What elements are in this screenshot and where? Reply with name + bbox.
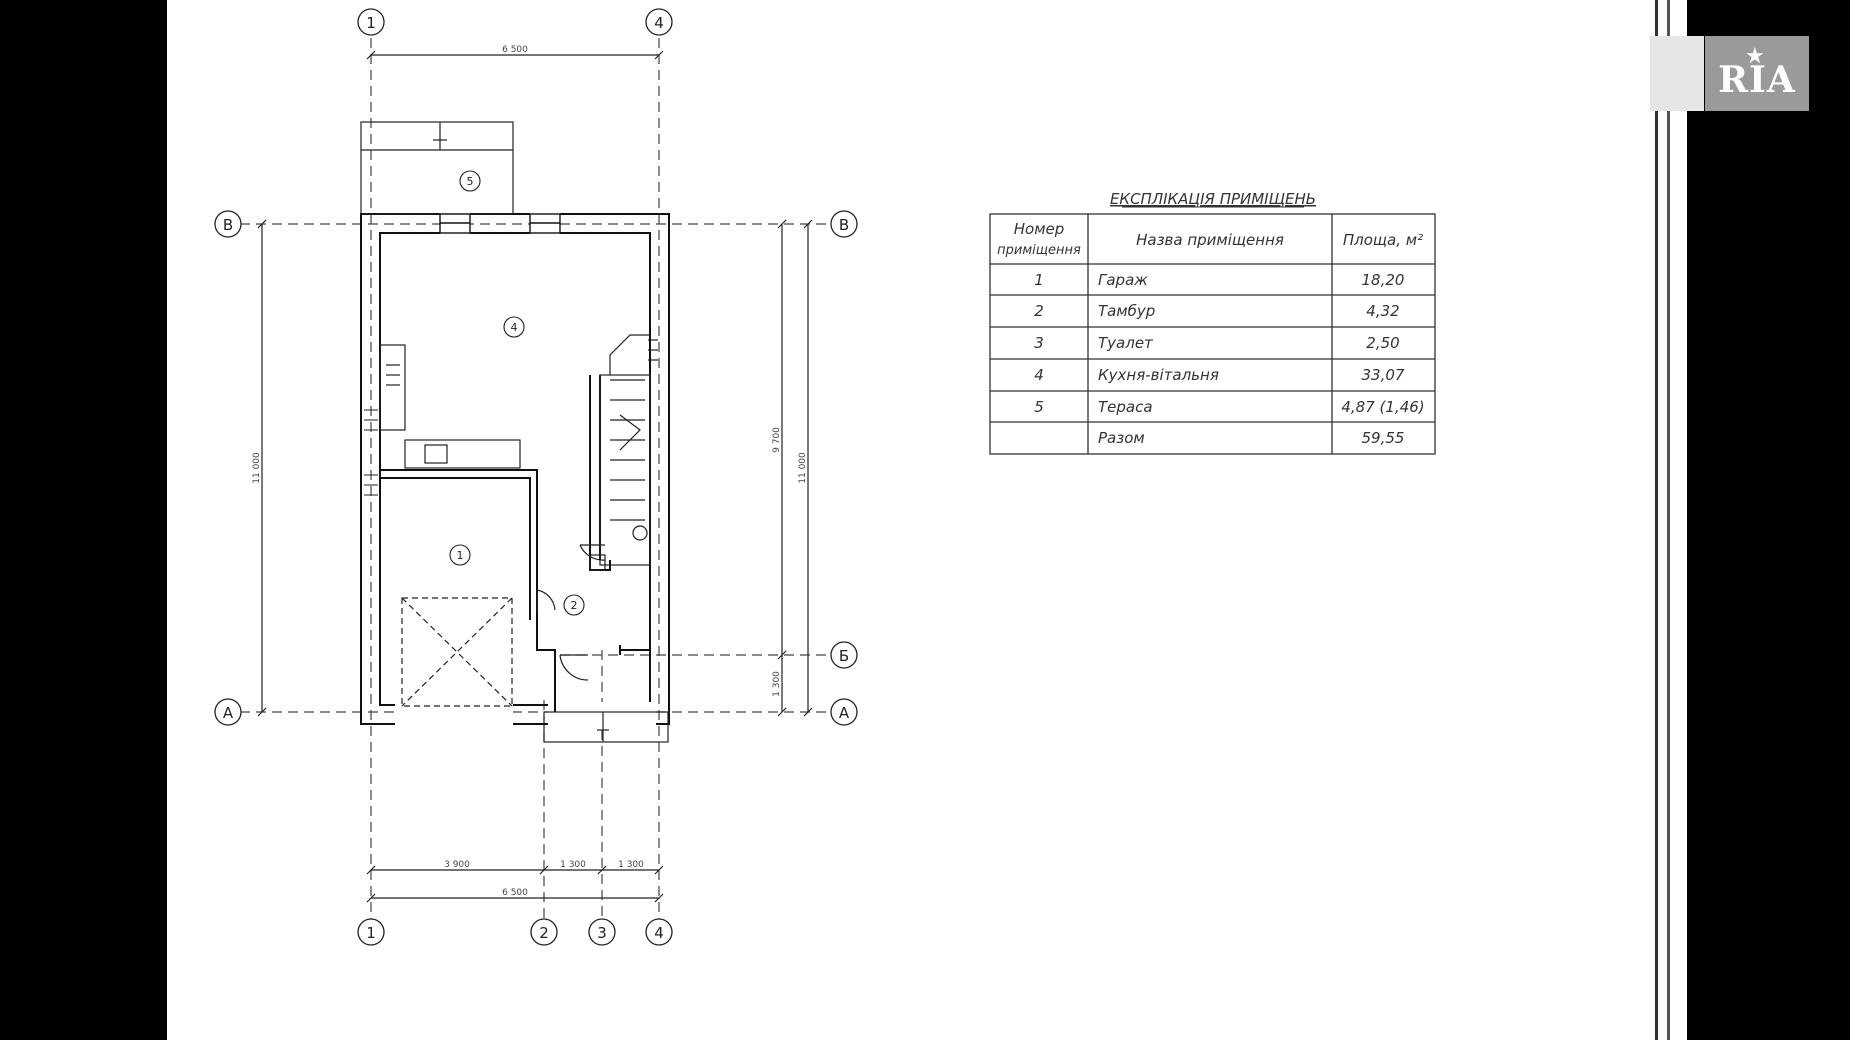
row-1-area: 18,20: [1362, 271, 1405, 289]
dim-right-total: 11 000: [798, 452, 808, 484]
axis-label-bottom-3: 3: [597, 924, 607, 942]
row-2-number: 2: [1034, 302, 1044, 320]
row-1-name: Гараж: [1098, 271, 1148, 289]
explication-title: ЕКСПЛІКАЦІЯ ПРИМІЩЕНЬ: [1110, 190, 1316, 208]
axis-labels: 1 4 1 2 3 4 В А В Б А: [223, 14, 850, 942]
header-name: Назва приміщення: [1136, 231, 1284, 249]
staircase: [599, 374, 651, 566]
axis-label-right-a: А: [839, 704, 850, 722]
interior-walls: [380, 375, 650, 712]
garage-door: [401, 597, 513, 707]
axis-label-bottom-2: 2: [539, 924, 549, 942]
dimension-lines: [257, 50, 813, 903]
wall-ticks: [364, 409, 378, 496]
terrace: [360, 121, 514, 215]
dim-bottom-total: 6 500: [502, 888, 528, 898]
row-4-number: 4: [1034, 366, 1044, 384]
room-marker-4: 4: [511, 321, 518, 334]
row-3-area: 2,50: [1366, 334, 1399, 352]
axis-label-top-1: 1: [366, 14, 376, 32]
axis-bubbles: [214, 8, 858, 946]
bay-window: [609, 334, 658, 375]
header-area: Площа, м²: [1343, 231, 1423, 249]
ria-watermark-logo: ★ RIA: [1705, 36, 1809, 111]
room-marker-1: 1: [457, 549, 464, 562]
dim-bottom-seg-1: 3 900: [444, 860, 470, 870]
dim-top: 6 500: [502, 45, 528, 55]
axis-label-bottom-4: 4: [654, 924, 664, 942]
dimension-labels: 6 500 3 900 1 300 1 300 6 500 11 000 9 7…: [252, 45, 808, 898]
axis-label-right-b: Б: [839, 647, 849, 665]
row-4-name: Кухня-вітальня: [1098, 366, 1219, 384]
dim-bottom-seg-3: 1 300: [618, 860, 644, 870]
header-number-line2: приміщення: [997, 243, 1081, 258]
explication-table: ЕКСПЛІКАЦІЯ ПРИМІЩЕНЬ Номер приміщення Н…: [989, 190, 1436, 455]
grid-lines: [240, 38, 830, 920]
row-5-name: Тераса: [1098, 398, 1153, 416]
row-3-name: Туалет: [1098, 334, 1154, 352]
row-2-area: 4,32: [1366, 302, 1399, 320]
room-marker-5: 5: [467, 175, 474, 188]
row-3-number: 3: [1034, 334, 1044, 352]
sheet-border-outer: [1667, 0, 1670, 1040]
sheet-border: [1655, 0, 1658, 1040]
row-5-area: 4,87 (1,46): [1341, 398, 1424, 416]
dim-right-upper: 9 700: [772, 427, 782, 453]
row-5-number: 5: [1034, 398, 1044, 416]
star-icon: ★: [1745, 44, 1765, 69]
row-total-name: Разом: [1098, 429, 1145, 447]
dim-left: 11 000: [252, 452, 262, 484]
room-marker-labels: 1 2 4 5: [457, 175, 578, 612]
entry-porch: [543, 711, 669, 743]
room-marker-circles: [449, 170, 585, 616]
ria-logo-text: RIA: [1718, 58, 1796, 101]
row-2-name: Тамбур: [1098, 302, 1155, 320]
row-total-area: 59,55: [1362, 429, 1405, 447]
dim-right-lower: 1 300: [772, 671, 782, 697]
header-number-line1: Номер: [1014, 220, 1065, 238]
axis-label-right-v: В: [839, 216, 849, 234]
axis-label-bottom-1: 1: [366, 924, 376, 942]
drawing-sheet: [167, 0, 1687, 1040]
room-marker-2: 2: [571, 599, 578, 612]
axis-label-left-a: А: [223, 704, 234, 722]
watermark-ghost: [1650, 36, 1704, 111]
row-4-area: 33,07: [1362, 366, 1405, 384]
axis-label-top-4: 4: [654, 14, 664, 32]
door-swings: [536, 544, 606, 681]
row-1-number: 1: [1034, 271, 1044, 289]
kitchen-counter: [379, 344, 521, 469]
dim-bottom-seg-2: 1 300: [560, 860, 586, 870]
axis-label-left-v: В: [223, 216, 233, 234]
